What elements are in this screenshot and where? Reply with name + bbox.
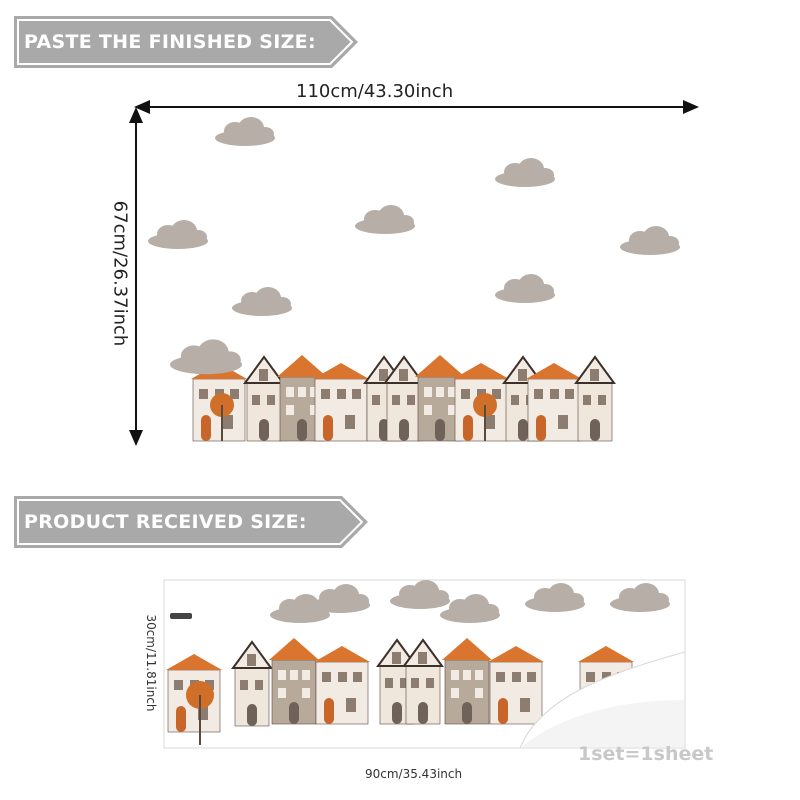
banner-arrow-shape	[14, 496, 368, 548]
received-house-row	[165, 637, 635, 745]
received-size-banner-text: PRODUCT RECEIVED SIZE:	[24, 511, 307, 533]
finished-width-label: 110cm/43.30inch	[296, 81, 454, 102]
product-code-tag	[170, 613, 192, 619]
set-count-label: 1set=1sheet	[578, 743, 714, 765]
finished-size-banner-text: PASTE THE FINISHED SIZE:	[24, 31, 316, 53]
received-width-label: 90cm/35.43inch	[365, 767, 463, 781]
finished-house-row	[190, 354, 615, 442]
received-height-label: 30cm/11.81inch	[144, 614, 158, 712]
received-size-banner: PRODUCT RECEIVED SIZE:	[14, 496, 368, 548]
banner-arrow-shape	[14, 16, 358, 68]
finished-size-banner: PASTE THE FINISHED SIZE:	[14, 16, 358, 68]
